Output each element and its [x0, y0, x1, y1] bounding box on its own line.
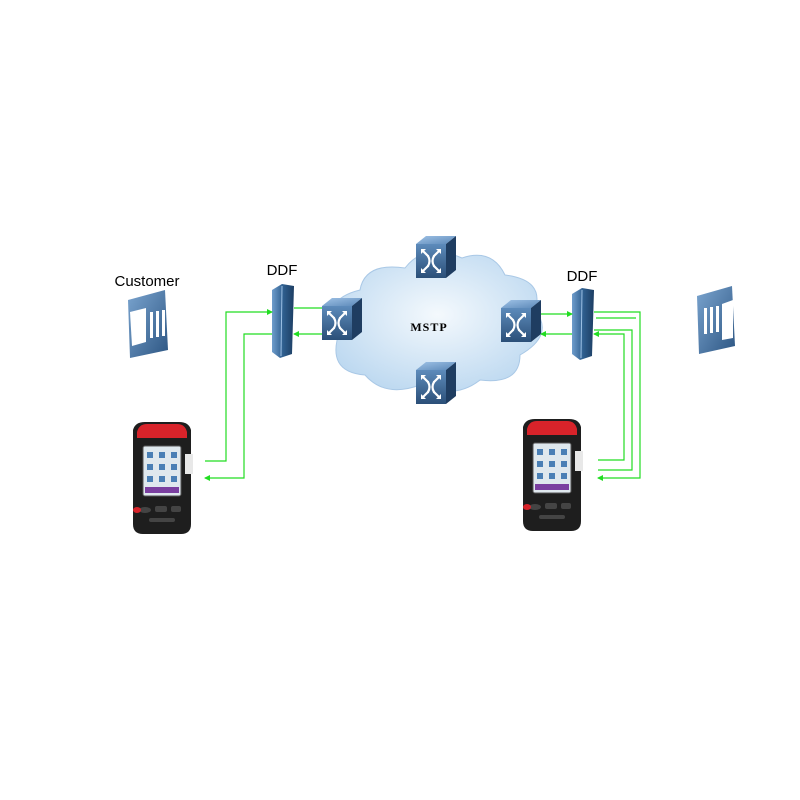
- customer-equipment-icon: [697, 286, 735, 354]
- switch-icon: [414, 234, 458, 280]
- switch-icon: [320, 296, 364, 342]
- test-links-left: [204, 307, 322, 481]
- ddf-left-label: DDF: [267, 262, 298, 279]
- switch-icon: [499, 298, 543, 344]
- switch-icon: [414, 360, 458, 406]
- handheld-tester-icon: [522, 418, 584, 532]
- ddf-right-label: DDF: [567, 268, 598, 285]
- handheld-tester-icon: [132, 421, 194, 535]
- ddf-frame-icon: [272, 284, 294, 358]
- customer-label: Customer: [114, 273, 179, 290]
- customer-equipment-icon: [128, 290, 168, 358]
- network-label: MSTP: [410, 320, 447, 334]
- ddf-frame-icon: [572, 288, 594, 360]
- test-links-right: [540, 311, 641, 481]
